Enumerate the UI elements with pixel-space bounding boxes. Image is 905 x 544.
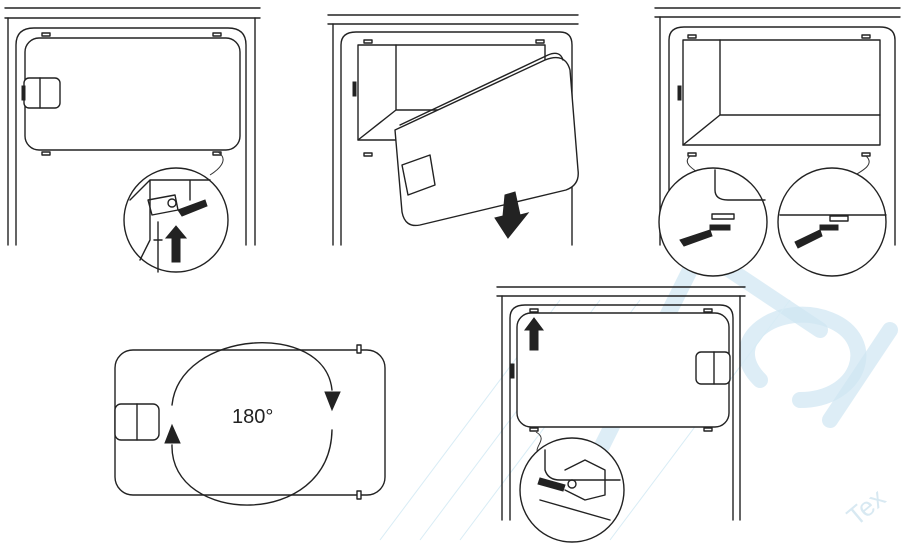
panel-5-reinstall-door (496, 286, 746, 543)
rotation-arc-bottom (171, 429, 333, 506)
cap-detail-right (777, 167, 887, 277)
rotation-label: 180° (232, 406, 274, 428)
door-handle (401, 154, 436, 196)
panel-3-move-hinge-caps (654, 7, 901, 277)
hinge-top-left-icon (41, 32, 51, 37)
arrow-right-icon (794, 229, 823, 249)
arrow-down-icon (324, 391, 341, 412)
hinge-bottom-right-icon (212, 151, 222, 156)
door-handle (695, 351, 731, 385)
panel-2-remove-door (327, 14, 579, 246)
arrow-up-icon (164, 225, 188, 263)
hinge-detail-circle (519, 437, 625, 543)
arrow-right-icon (177, 199, 208, 217)
panel-1-remove-hinge-pin (4, 7, 261, 273)
rotation-arc-top (171, 342, 333, 406)
hinge-bottom-left-icon (41, 151, 51, 156)
arrow-up-icon (524, 317, 544, 351)
door-handle (23, 77, 61, 109)
arrow-left-icon (679, 229, 713, 247)
arrow-down-icon (494, 191, 530, 239)
panel-4-rotate-door (114, 342, 386, 506)
arrow-up-icon (164, 423, 181, 444)
cap-detail-left (658, 167, 768, 277)
hinge-top-right-icon (212, 32, 222, 37)
tilted-door (394, 56, 579, 227)
arrow-right-icon (537, 477, 566, 492)
hinge-pin-top-icon (356, 344, 362, 354)
hinge-pin-bottom-icon (356, 490, 362, 500)
